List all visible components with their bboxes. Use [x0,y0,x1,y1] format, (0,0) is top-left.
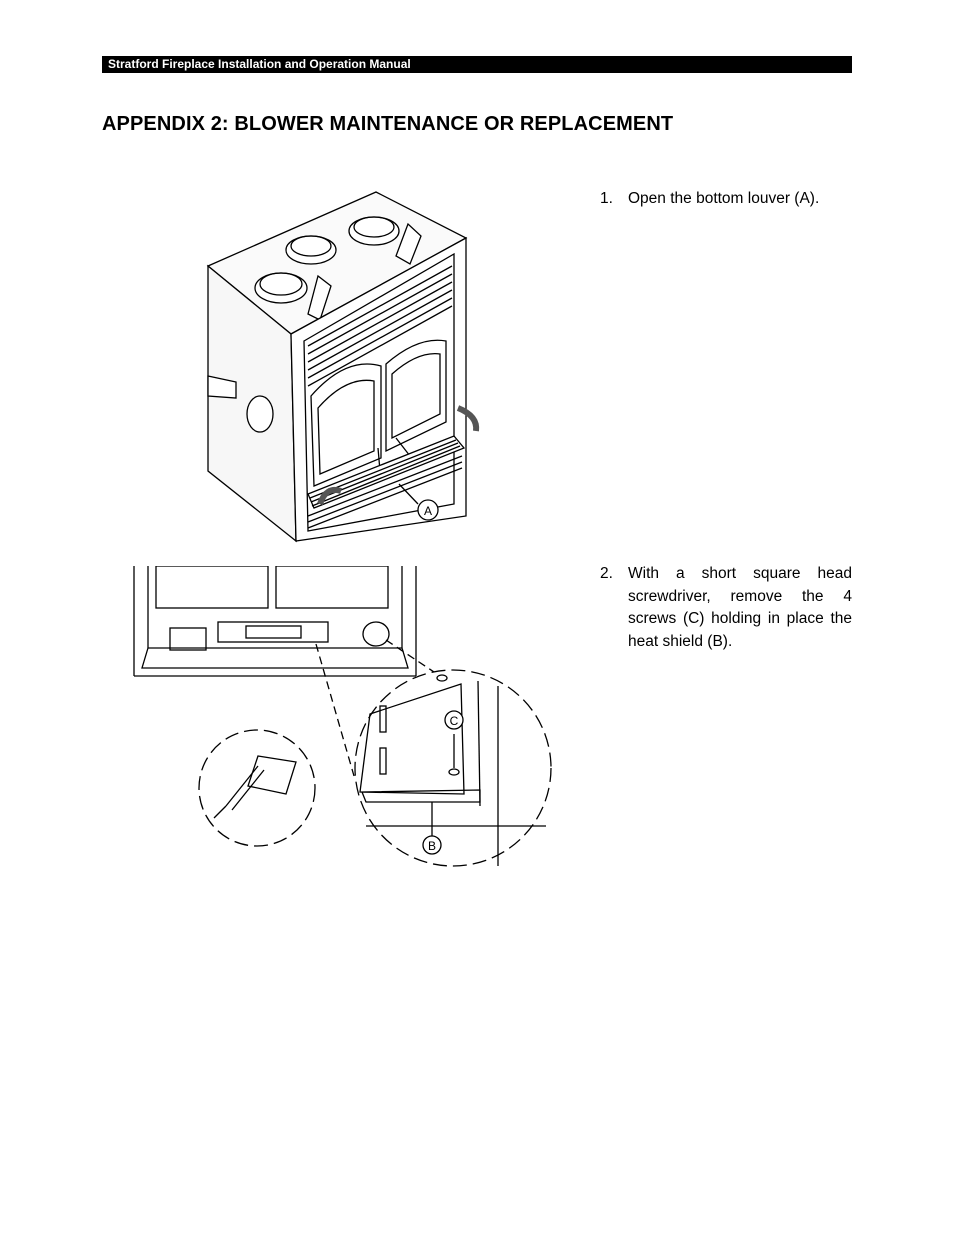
heat-shield-figure: C B [133,566,552,867]
callout-a: A [424,504,432,518]
page-title: APPENDIX 2: BLOWER MAINTENANCE OR REPLAC… [102,113,674,135]
header-title: Stratford Fireplace Installation and Ope… [108,57,411,71]
header-bar: Stratford Fireplace Installation and Ope… [102,56,852,73]
step-2-text: With a short square head screwdriver, re… [628,565,852,650]
callout-b: B [428,839,436,853]
step-1-text: Open the bottom louver (A). [628,190,820,207]
fireplace-figure: A [206,191,480,543]
step-1-number: 1. [600,190,613,207]
step-2-number: 2. [600,565,613,582]
callout-c: C [450,714,459,728]
